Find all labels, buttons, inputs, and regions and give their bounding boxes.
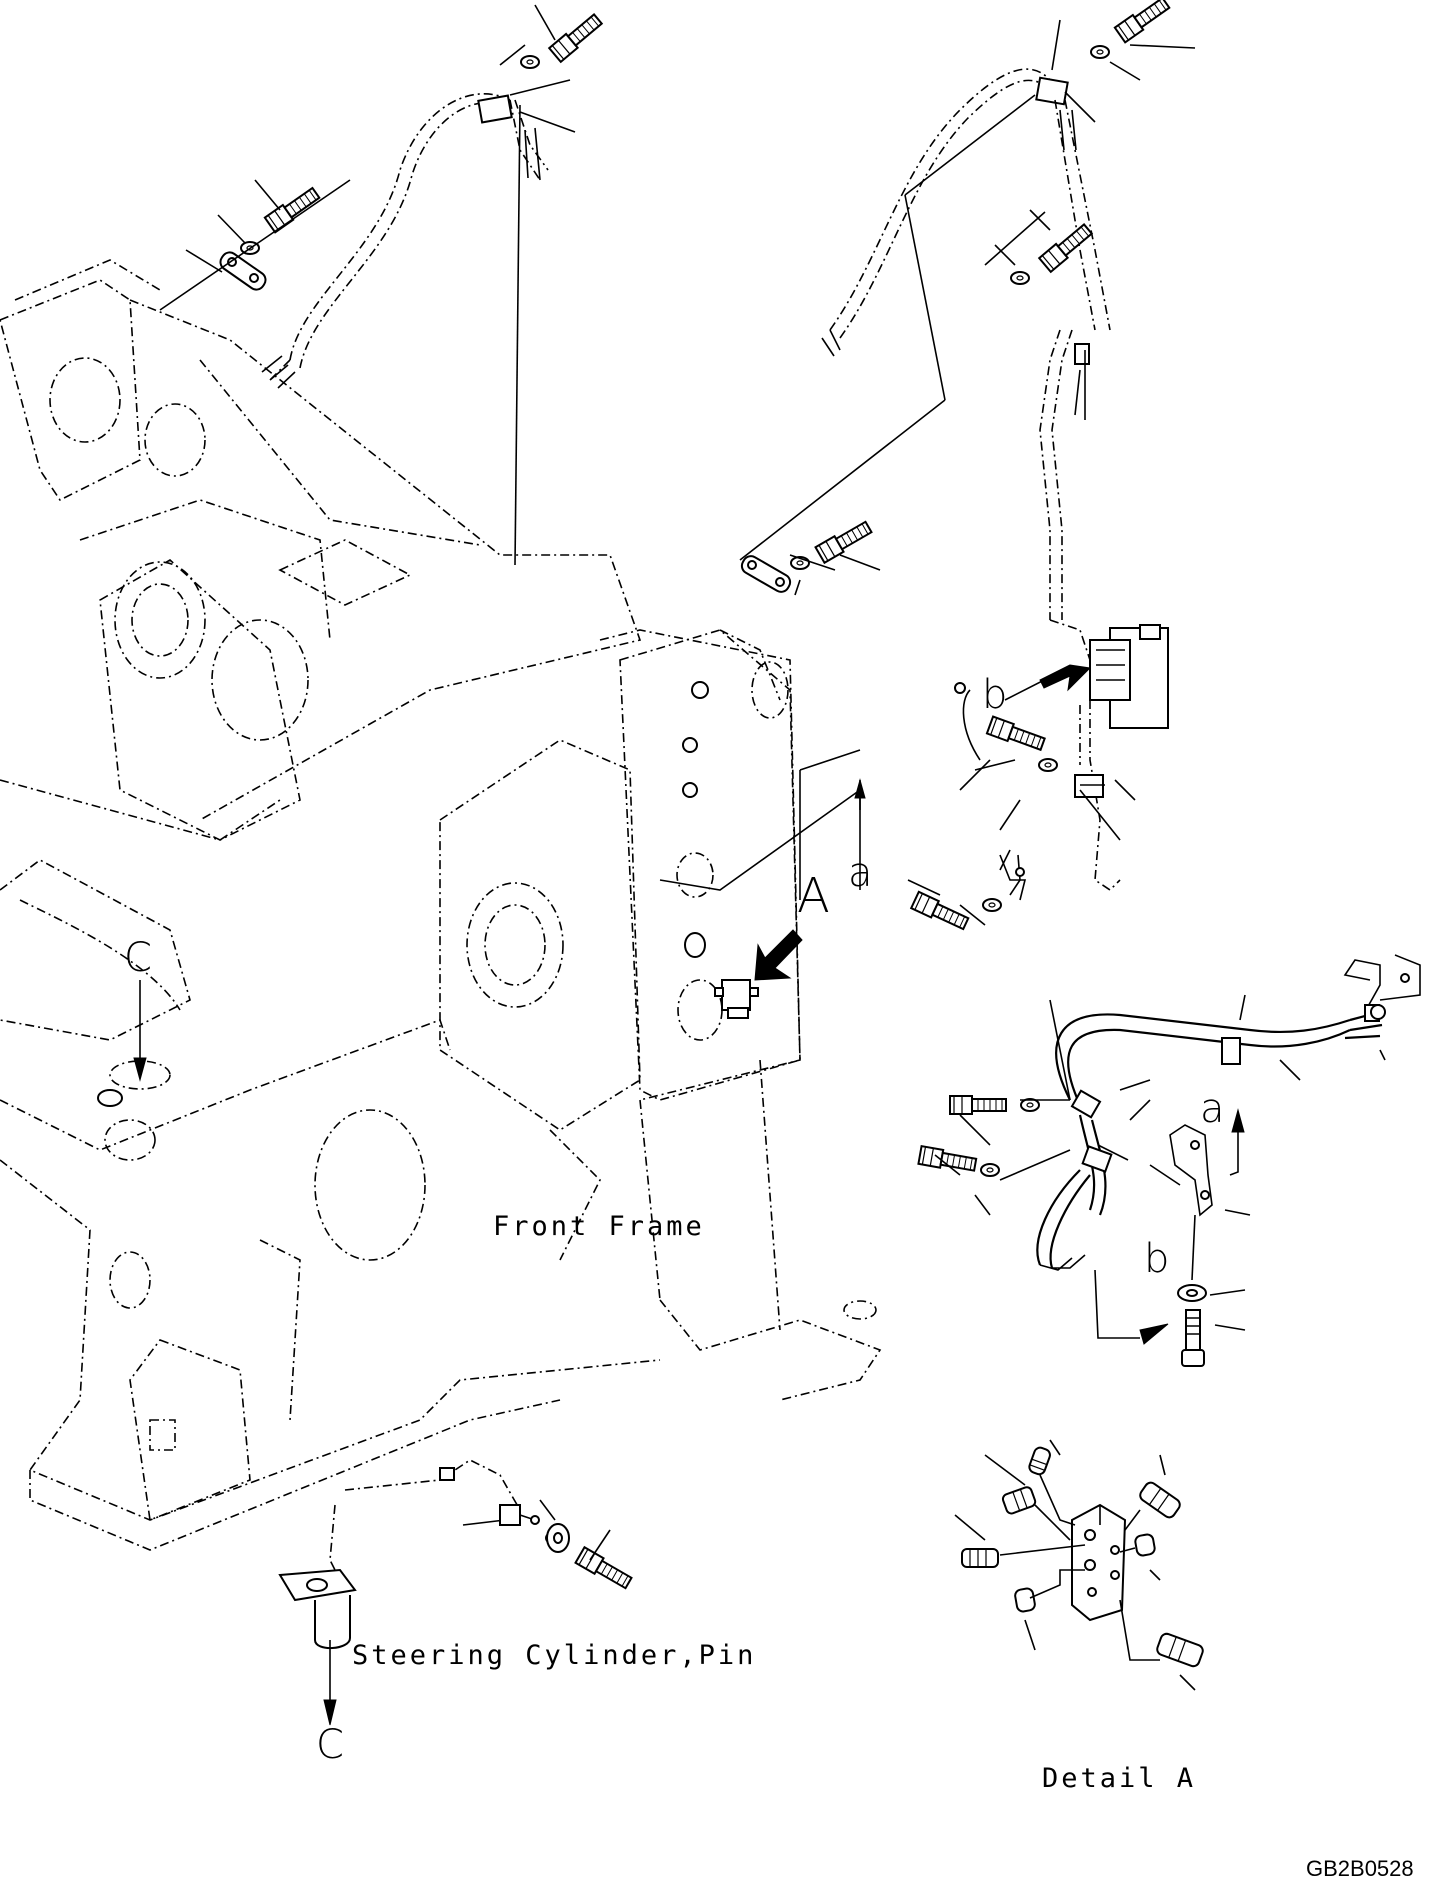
leader-line — [462, 1519, 506, 1526]
leader-line — [789, 554, 836, 571]
leader-line — [1114, 779, 1136, 801]
bolt-set — [263, 0, 1173, 1592]
bolt-icon — [263, 184, 323, 234]
leader-line — [1179, 1674, 1196, 1691]
clamp-lower-right — [999, 774, 1105, 896]
mounting-plate — [619, 629, 801, 1101]
leader-line — [959, 1114, 991, 1146]
leader-line — [1214, 1324, 1246, 1331]
bolt-icon — [1113, 0, 1173, 44]
leader-line — [519, 111, 576, 133]
leader-lines — [185, 4, 1386, 1691]
bolt-icon — [985, 715, 1047, 754]
harness-detail-b — [999, 954, 1421, 1345]
leader-line — [984, 1454, 1026, 1486]
washer-icon — [982, 898, 1002, 912]
clamp-plate-left — [219, 251, 267, 291]
leader-line — [954, 1514, 986, 1541]
leader-line — [1074, 369, 1081, 416]
washer-icon — [520, 55, 540, 69]
leader-line — [1149, 1569, 1161, 1581]
front-frame-label: Front Frame — [493, 1211, 705, 1242]
switch-block — [714, 979, 759, 1019]
leader-line — [959, 759, 991, 791]
leader-line — [1051, 19, 1061, 71]
leader-line — [1379, 1049, 1386, 1061]
washer-icon — [980, 1163, 1000, 1177]
leader-line — [1239, 994, 1246, 1021]
washer-icon — [1038, 758, 1058, 772]
leader-line — [499, 44, 526, 66]
leader-line — [185, 249, 223, 273]
leader-line — [589, 1529, 611, 1561]
bolt-icon — [910, 890, 971, 933]
leader-line — [907, 879, 941, 896]
ref-b-upper-letter: b — [982, 672, 1008, 718]
bolt-icon — [548, 11, 605, 63]
leader-line — [959, 904, 986, 926]
leader-line — [1159, 1454, 1166, 1476]
leader-line — [1097, 1144, 1129, 1161]
steering-cylinder-pin-label: Steering Cylinder,Pin — [352, 1640, 757, 1671]
leader-line — [1279, 1059, 1301, 1081]
washer-icon — [1010, 271, 1030, 285]
leader-line — [999, 799, 1021, 831]
ref-arrow-c-upper — [133, 980, 147, 1082]
steering-cylinder-pin — [278, 1459, 570, 1726]
detail-a-block — [961, 1446, 1204, 1668]
ref-b-lower-letter: b — [1144, 1236, 1170, 1282]
detail-a-label: Detail A — [1042, 1763, 1197, 1794]
harness-top-left — [261, 93, 549, 389]
leader-line — [794, 579, 801, 596]
washer-icon — [1020, 1098, 1040, 1112]
view-arrow-a — [754, 929, 803, 981]
leader-line — [534, 4, 556, 41]
harness-top-right — [821, 68, 1111, 661]
leader-line — [974, 1194, 991, 1216]
ref-arrow-a-main — [854, 778, 866, 890]
switch-panel-assembly — [954, 624, 1169, 892]
leader-line — [1024, 1619, 1036, 1651]
bolt-icon — [1038, 221, 1095, 273]
leader-line — [509, 79, 571, 96]
ref-a-detail-letter: a — [1200, 1086, 1225, 1132]
leader-line — [254, 179, 281, 211]
leader-line — [217, 214, 246, 244]
leader-line — [1224, 1209, 1251, 1216]
washer-icon — [1090, 45, 1110, 59]
leader-line — [994, 244, 1016, 266]
view-a-letter: A — [797, 868, 830, 924]
leader-line — [1049, 1439, 1061, 1456]
ref-c-lower-letter: C — [316, 1722, 344, 1768]
leader-line — [539, 1499, 556, 1521]
bracket-small — [999, 854, 1027, 901]
drawing-code-label: GB2B0528 — [1306, 1856, 1414, 1881]
leader-line — [1029, 209, 1051, 231]
leader-line — [1049, 999, 1071, 1101]
leader-line — [839, 554, 881, 571]
leader-line — [1129, 44, 1196, 49]
clamp-plate-center — [740, 555, 792, 593]
bolt-icon — [574, 1546, 634, 1592]
ref-a-main-letter: a — [848, 850, 873, 896]
leader-line — [1119, 1079, 1151, 1091]
front-frame-outline — [0, 259, 882, 1551]
bolt-icon — [949, 1095, 1007, 1115]
leader-line — [1079, 789, 1121, 841]
leader-line — [1209, 1289, 1246, 1296]
leader-line — [934, 1154, 961, 1176]
bolt-icon — [917, 1145, 978, 1175]
detail-b-lower-fasteners — [1177, 1284, 1207, 1367]
leader-line — [1129, 1099, 1151, 1121]
leader-line — [1109, 61, 1141, 81]
leader-line — [1064, 91, 1096, 123]
ref-c-upper-letter: C — [124, 935, 152, 981]
leader-line — [1149, 1164, 1181, 1186]
